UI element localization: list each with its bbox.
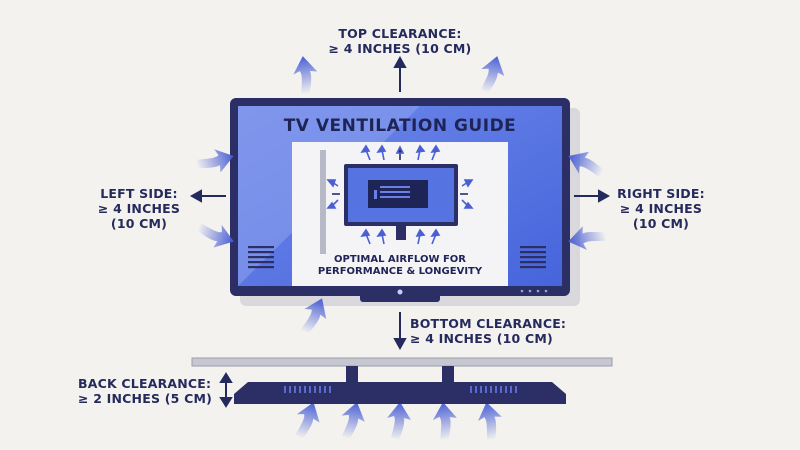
tv-side-view <box>234 382 566 404</box>
label-line: (10 CM) <box>632 216 690 231</box>
label-line: BOTTOM CLEARANCE: <box>410 316 567 331</box>
inset-vent-slots <box>374 186 410 199</box>
clearance-arrow-icon <box>393 55 407 92</box>
label-line: (10 CM) <box>110 216 168 231</box>
label-line: ≥ 2 INCHES (5 CM) <box>78 391 213 406</box>
inset-tv-mount <box>396 226 406 240</box>
label-line: ≥ 4 INCHES <box>619 201 703 216</box>
clearance-arrow-icon <box>393 312 407 351</box>
clearance-arrow-icon <box>219 372 233 408</box>
mount-bracket-right <box>442 366 454 382</box>
diagram-caption: OPTIMAL AIRFLOW FOR PERFORMANCE & LONGEV… <box>292 254 508 278</box>
mount-bracket-left <box>346 366 358 382</box>
tv-chin <box>360 292 440 302</box>
clearance-arrow-icon <box>189 189 226 203</box>
label-line: TOP CLEARANCE: <box>338 26 462 41</box>
label-line: BACK CLEARANCE: <box>78 376 212 391</box>
bottom-clearance-label: BOTTOM CLEARANCE: ≥ 4 INCHES (10 CM) <box>410 316 570 346</box>
inset-airflow-arrows <box>326 144 474 245</box>
right-side-label: RIGHT SIDE: ≥ 4 INCHES (10 CM) <box>606 186 716 231</box>
label-line: ≥ 4 INCHES (10 CM) <box>410 331 553 346</box>
caption-line: OPTIMAL AIRFLOW FOR <box>334 254 466 265</box>
inset-tv-back <box>368 180 428 208</box>
vent-grille-icon <box>248 246 274 269</box>
back-clearance-label: BACK CLEARANCE: ≥ 2 INCHES (5 CM) <box>78 376 218 406</box>
label-line: LEFT SIDE: <box>100 186 178 201</box>
wall-side-view <box>191 357 613 367</box>
label-line: RIGHT SIDE: <box>617 186 705 201</box>
vent-grille-icon <box>520 246 546 269</box>
label-line: ≥ 4 INCHES (10 CM) <box>328 41 472 56</box>
vent-grille-icon <box>284 386 517 393</box>
label-line: ≥ 4 INCHES <box>97 201 181 216</box>
inset-wall <box>320 150 326 254</box>
left-side-label: LEFT SIDE: ≥ 4 INCHES (10 CM) <box>84 186 194 231</box>
clearance-arrow-icon <box>574 189 611 203</box>
power-button-icon <box>397 289 403 295</box>
diagram-title: TV VENTILATION GUIDE <box>283 116 517 136</box>
status-dots <box>520 289 548 293</box>
caption-line: PERFORMANCE & LONGEVITY <box>317 266 483 277</box>
top-clearance-label: TOP CLEARANCE: ≥ 4 INCHES (10 CM) <box>320 26 480 56</box>
